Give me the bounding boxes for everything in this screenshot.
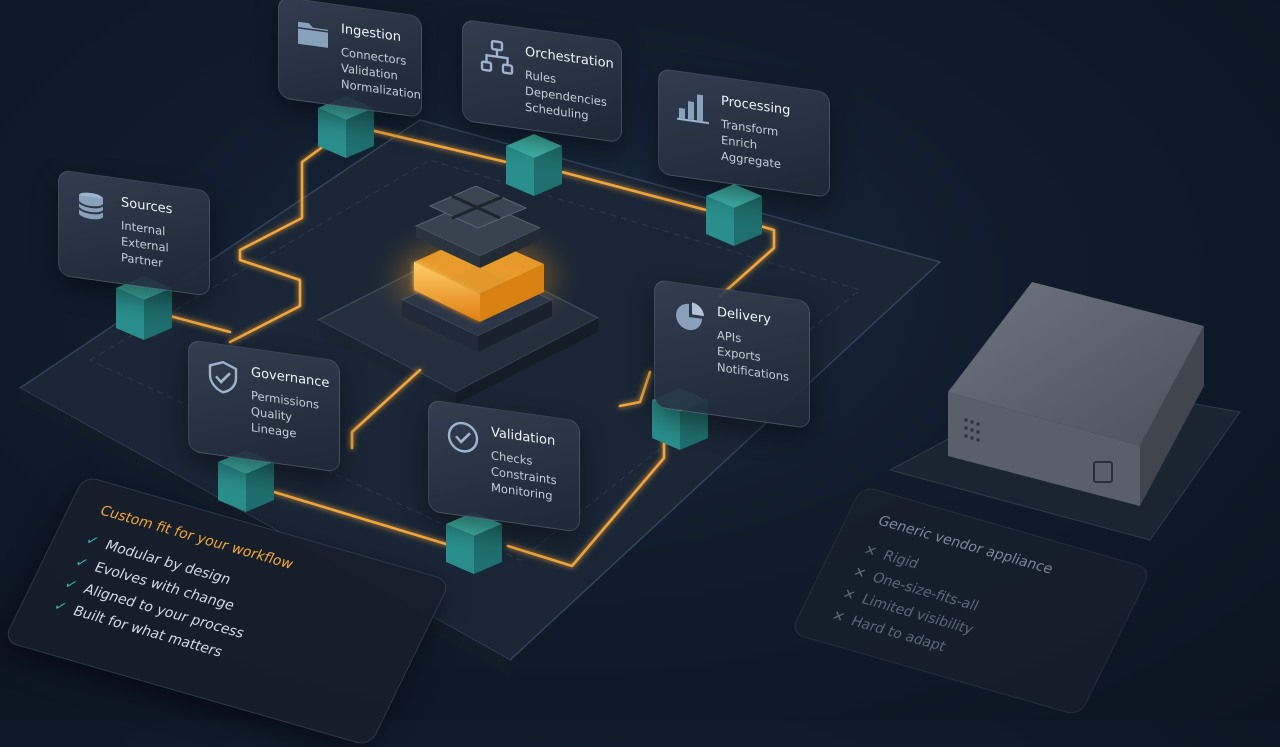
cube-validation — [446, 512, 502, 574]
connector-lines — [168, 126, 776, 568]
card-orchestration: Orchestration Rules Dependencies Schedul… — [462, 18, 622, 144]
card-title: Governance — [251, 365, 330, 392]
folder-icon — [298, 21, 328, 48]
cube-processing — [706, 184, 762, 246]
card-title: Processing — [721, 93, 791, 119]
card-governance: Governance Permissions Quality Lineage — [188, 339, 340, 473]
card-title: Sources — [121, 195, 173, 218]
card-validation: Validation Checks Constraints Monitoring — [428, 399, 580, 533]
pie-chart-icon — [676, 302, 704, 331]
card-processing: Processing Transform Enrich Aggregate — [658, 67, 830, 199]
appliance-box — [948, 282, 1204, 506]
core-engine — [400, 185, 554, 352]
card-sources: Sources Internal External Partner — [58, 169, 210, 297]
card-title: Validation — [491, 425, 556, 450]
inner-platform-grid — [88, 159, 862, 561]
hierarchy-icon — [480, 39, 514, 75]
card-title: Delivery — [717, 304, 771, 328]
card-title: Ingestion — [341, 21, 401, 46]
check-circle-icon — [447, 421, 479, 453]
bar-chart-icon — [677, 94, 709, 125]
card-delivery: Delivery APIs Exports Notifications — [654, 279, 810, 429]
database-icon — [78, 192, 104, 220]
card-ingestion: Ingestion Connectors Validation Normaliz… — [278, 0, 422, 119]
cube-orchestration — [506, 134, 562, 196]
shield-check-icon — [208, 360, 238, 394]
